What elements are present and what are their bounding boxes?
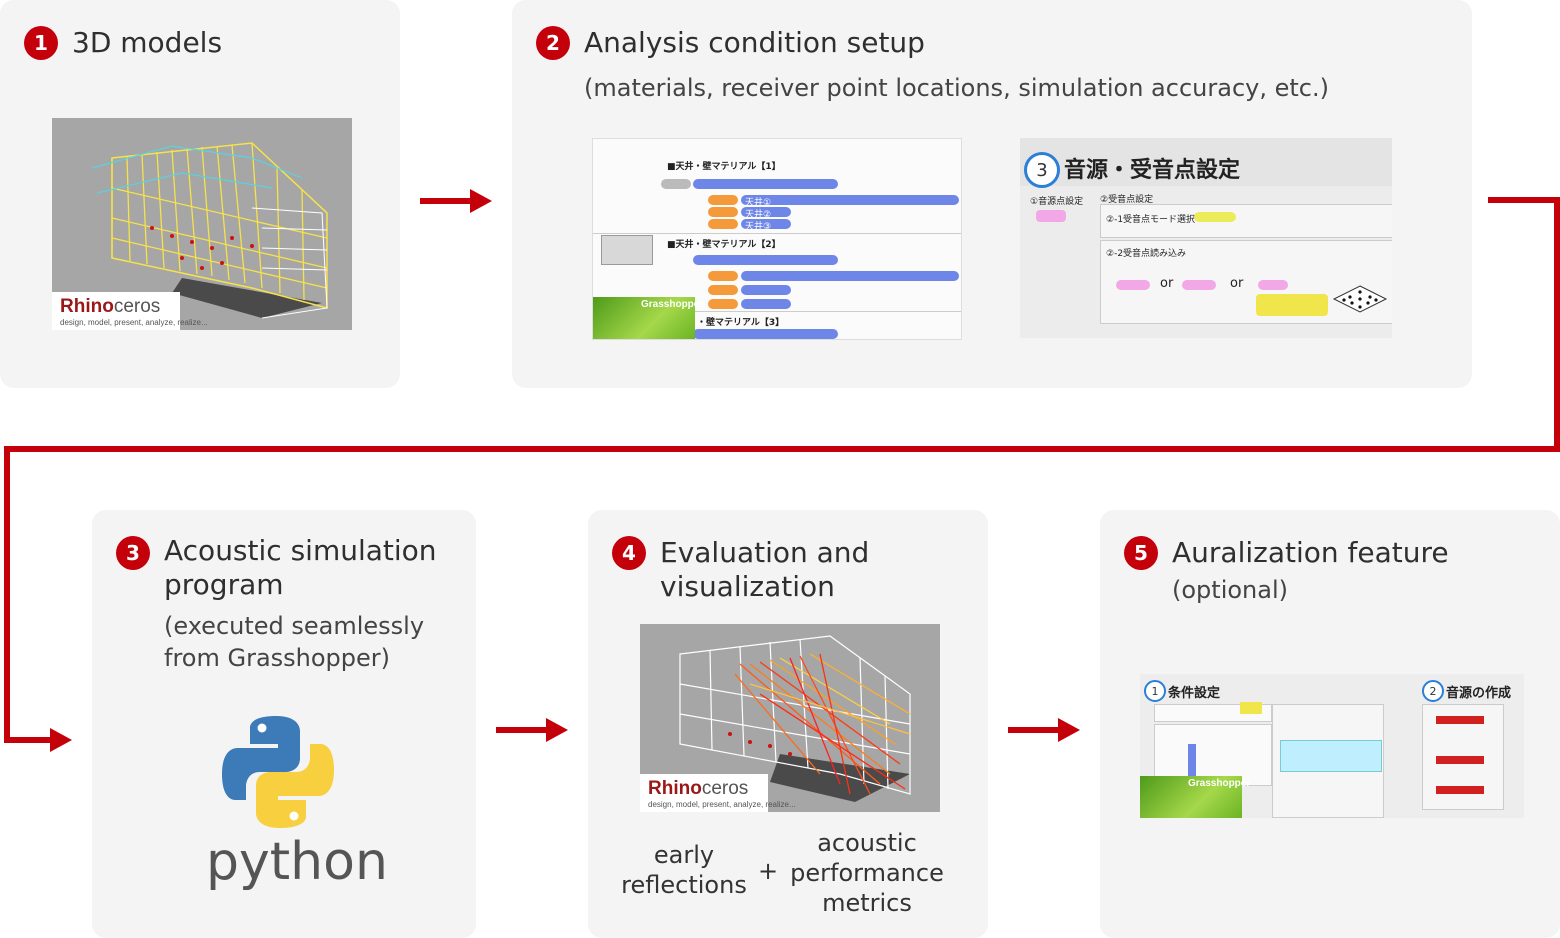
gh-node	[693, 255, 838, 265]
connector-2-3-a	[1488, 197, 1560, 203]
step-4-title: Evaluation and visualization	[660, 536, 870, 603]
step-5-badge: 5	[1124, 536, 1158, 570]
connector-3-4	[496, 727, 546, 733]
metric-acoustic-performance: acoustic performance metrics	[790, 829, 944, 917]
rhino-3d-model-image: Rhinoceros design, model, present, analy…	[52, 118, 352, 330]
step-1-badge: 1	[24, 26, 58, 60]
connector-2-3-e	[4, 737, 50, 743]
connector-4-5	[1008, 727, 1058, 733]
gh-node	[708, 195, 738, 205]
gh-node	[693, 329, 838, 339]
grasshopper-logo: Grasshopper	[593, 297, 703, 339]
receiver-grid-icon	[1332, 285, 1388, 313]
visualization-image: Rhinoceros design, model, present, analy…	[640, 624, 940, 812]
step-4-panel: 4 Evaluation and visualization	[588, 510, 988, 938]
rhino-logo: Rhinoceros design, model, present, analy…	[52, 292, 208, 330]
gh-aural-num-1: 1	[1144, 680, 1166, 702]
connector-2-3-d	[4, 446, 10, 742]
arrowhead-4-5	[1058, 718, 1080, 742]
gh-node	[741, 285, 791, 295]
grasshopper-logo: Grasshopper	[1140, 776, 1250, 818]
gh-node	[741, 219, 791, 229]
building-wireframe	[91, 142, 328, 319]
step-3-panel: 3 Acoustic simulation program (executed …	[92, 510, 476, 938]
gh-node	[741, 207, 791, 217]
metric-early-reflections: early reflections	[621, 841, 747, 899]
step-1-panel: 1 3D models	[0, 0, 400, 388]
gh-node	[708, 271, 738, 281]
step-3-badge: 3	[116, 536, 150, 570]
arrowhead-2-3	[50, 728, 72, 752]
gh-node	[661, 179, 691, 189]
step-2-badge: 2	[536, 26, 570, 60]
step-5-subtitle: (optional)	[1172, 576, 1288, 604]
step-2-title: Analysis condition setup	[584, 26, 925, 59]
gh-node	[741, 195, 959, 205]
step-1-title: 3D models	[72, 26, 223, 59]
gh-material-screenshot: ■天井・壁マテリアル【1】 天井① 天井② 天井③ ■天井・壁マテリアル【2】 …	[592, 138, 962, 340]
metric-plus: +	[757, 857, 779, 885]
gh-node	[708, 299, 738, 309]
step-5-panel: 5 Auralization feature (optional) 1 条件設定…	[1100, 510, 1560, 938]
gh-aural-num-2: 2	[1422, 680, 1444, 702]
gh-source-receiver-screenshot: 3 音源・受音点設定 ①音源点設定 ②受音点設定 ②-1受音点モード選択 ②-2…	[1020, 138, 1392, 338]
step-4-badge: 4	[612, 536, 646, 570]
gh-source-num-circle: 3	[1024, 152, 1060, 188]
step-3-title: Acoustic simulation program	[164, 534, 437, 601]
connector-2-3-c	[4, 446, 1560, 452]
connector-1-2	[420, 198, 470, 204]
rhino-logo: Rhinoceros design, model, present, analy…	[640, 774, 796, 812]
gh-node	[708, 219, 738, 229]
step-2-panel: 2 Analysis condition setup (materials, r…	[512, 0, 1472, 388]
reflection-visualization	[679, 635, 911, 802]
step-5-title: Auralization feature	[1172, 536, 1449, 569]
python-wordmark: python	[206, 832, 388, 892]
step-3-subtitle: (executed seamlessly from Grasshopper)	[164, 612, 425, 672]
step-2-subtitle: (materials, receiver point locations, si…	[584, 74, 1329, 102]
gh-auralization-screenshot: 1 条件設定 2 音源の作成 Grasshopper	[1140, 674, 1524, 818]
arrowhead-1-2	[470, 189, 492, 213]
gh-node	[708, 207, 738, 217]
gh-node	[693, 179, 838, 189]
gh-node	[741, 299, 791, 309]
gh-node	[741, 271, 959, 281]
arrowhead-3-4	[546, 718, 568, 742]
python-logo-icon	[222, 716, 334, 828]
gh-node	[708, 285, 738, 295]
connector-2-3-b	[1554, 197, 1560, 452]
